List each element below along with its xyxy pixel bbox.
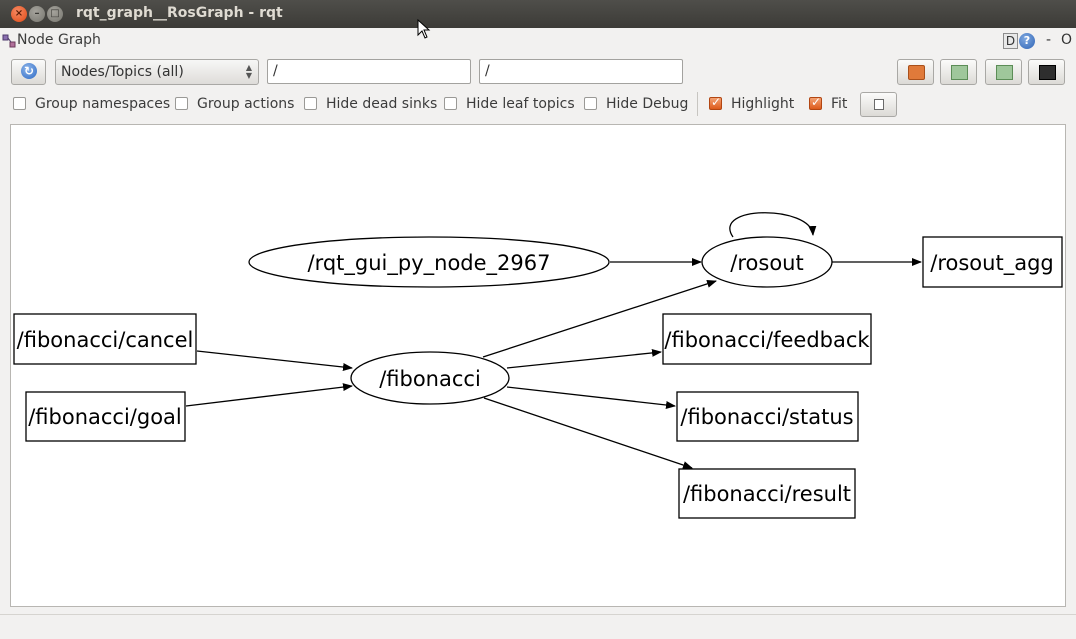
checkbox-box[interactable] bbox=[304, 97, 317, 110]
hide-debug-checkbox[interactable]: Hide Debug bbox=[584, 96, 694, 112]
graph-node-fibonacci-goal[interactable]: /fibonacci/goal bbox=[25, 391, 186, 442]
checkbox-box[interactable] bbox=[13, 97, 26, 110]
graph-nodes: /rqt_gui_py_node_2967 /rosout /rosout_ag… bbox=[13, 236, 1063, 519]
highlight-checkbox[interactable]: Highlight bbox=[709, 95, 799, 112]
window-close-button[interactable]: × bbox=[11, 6, 27, 22]
graph-node-fibonacci-feedback[interactable]: /fibonacci/feedback bbox=[662, 313, 872, 365]
checkbox-box[interactable] bbox=[584, 97, 597, 110]
save-svg-button[interactable] bbox=[985, 59, 1022, 85]
dock-title: Node Graph bbox=[17, 32, 101, 48]
fit-in-view-icon bbox=[874, 99, 884, 110]
hide-dead-sinks-label: Hide dead sinks bbox=[326, 96, 438, 112]
node-label: /rosout_agg bbox=[930, 251, 1053, 276]
graph-svg: /rqt_gui_py_node_2967 /rosout /rosout_ag… bbox=[13, 212, 1063, 519]
graph-node-fibonacci-result[interactable]: /fibonacci/result bbox=[678, 468, 856, 519]
node-label: /rosout bbox=[730, 251, 803, 275]
load-dot-icon bbox=[908, 65, 925, 80]
edge bbox=[729, 212, 817, 238]
window-title: rqt_graph__RosGraph - rqt bbox=[76, 5, 283, 21]
load-dot-button[interactable] bbox=[897, 59, 934, 85]
graph-type-value: Nodes/Topics (all) bbox=[61, 64, 184, 80]
checkbox-box[interactable] bbox=[175, 97, 188, 110]
edge bbox=[506, 386, 676, 409]
window-minimize-button[interactable]: – bbox=[29, 6, 45, 22]
toolbar-separator bbox=[697, 92, 698, 116]
edge bbox=[185, 383, 353, 407]
save-image-button[interactable] bbox=[1028, 59, 1065, 85]
graph-node-fibonacci[interactable]: /fibonacci bbox=[350, 351, 510, 405]
group-actions-checkbox[interactable]: Group actions bbox=[175, 96, 295, 112]
graph-edges bbox=[185, 212, 922, 469]
graph-canvas[interactable]: /rqt_gui_py_node_2967 /rosout /rosout_ag… bbox=[10, 124, 1066, 607]
graph-node-fibonacci-cancel[interactable]: /fibonacci/cancel bbox=[13, 313, 197, 365]
node-label: /fibonacci/feedback bbox=[664, 328, 870, 352]
hide-dead-sinks-checkbox[interactable]: Hide dead sinks bbox=[304, 96, 438, 112]
fit-in-view-button[interactable] bbox=[860, 92, 897, 117]
node-graph-icon bbox=[2, 34, 16, 48]
node-label: /rqt_gui_py_node_2967 bbox=[308, 251, 551, 276]
graph-node-rosout[interactable]: /rosout bbox=[701, 236, 833, 288]
node-label: /fibonacci/status bbox=[680, 405, 853, 429]
hide-leaf-topics-checkbox[interactable]: Hide leaf topics bbox=[444, 96, 575, 112]
checkbox-box[interactable] bbox=[709, 95, 722, 110]
save-image-icon bbox=[1039, 65, 1056, 80]
dock-close-button[interactable]: O bbox=[1061, 32, 1073, 48]
group-actions-label: Group actions bbox=[197, 96, 295, 112]
save-dot-icon bbox=[951, 65, 968, 80]
highlight-label: Highlight bbox=[731, 96, 795, 112]
hide-debug-label: Hide Debug bbox=[606, 96, 689, 112]
group-namespaces-checkbox[interactable]: Group namespaces bbox=[13, 96, 170, 112]
select-arrows-icon: ▲▼ bbox=[245, 63, 252, 80]
status-bar bbox=[0, 614, 1076, 639]
fit-label: Fit bbox=[831, 96, 848, 112]
help-icon[interactable]: ? bbox=[1019, 33, 1035, 49]
save-svg-icon bbox=[996, 65, 1013, 80]
window-maximize-button[interactable]: □ bbox=[47, 6, 63, 22]
fit-checkbox[interactable]: Fit bbox=[809, 95, 854, 112]
graph-node-fibonacci-status[interactable]: /fibonacci/status bbox=[676, 391, 859, 442]
dock-d-button[interactable]: D bbox=[1003, 33, 1018, 49]
node-label: /fibonacci/result bbox=[683, 482, 851, 506]
refresh-icon: ↻ bbox=[21, 63, 37, 79]
edge bbox=[482, 279, 717, 358]
graph-node-rosout-agg[interactable]: /rosout_agg bbox=[922, 236, 1063, 288]
edge bbox=[483, 397, 693, 469]
node-label: /fibonacci/goal bbox=[28, 405, 182, 429]
window-titlebar[interactable]: × – □ rqt_graph__RosGraph - rqt bbox=[0, 0, 1076, 28]
hide-leaf-topics-label: Hide leaf topics bbox=[466, 96, 575, 112]
dock-minimize-button[interactable]: - bbox=[1046, 32, 1052, 48]
checkbox-box[interactable] bbox=[444, 97, 457, 110]
topic-filter-input[interactable]: / bbox=[479, 59, 683, 84]
save-dot-button[interactable] bbox=[940, 59, 977, 85]
checkbox-box[interactable] bbox=[809, 95, 822, 110]
edge bbox=[506, 348, 662, 369]
node-label: /fibonacci bbox=[379, 367, 481, 391]
graph-node-rqt-gui[interactable]: /rqt_gui_py_node_2967 bbox=[248, 236, 610, 288]
node-filter-input[interactable]: / bbox=[267, 59, 471, 84]
edge bbox=[196, 350, 353, 371]
dock-header bbox=[0, 29, 1076, 53]
group-namespaces-label: Group namespaces bbox=[35, 96, 171, 112]
graph-type-select[interactable]: Nodes/Topics (all) ▲▼ bbox=[55, 59, 259, 85]
mouse-cursor-icon bbox=[417, 19, 431, 39]
refresh-button[interactable]: ↻ bbox=[11, 59, 46, 85]
node-label: /fibonacci/cancel bbox=[17, 328, 194, 352]
